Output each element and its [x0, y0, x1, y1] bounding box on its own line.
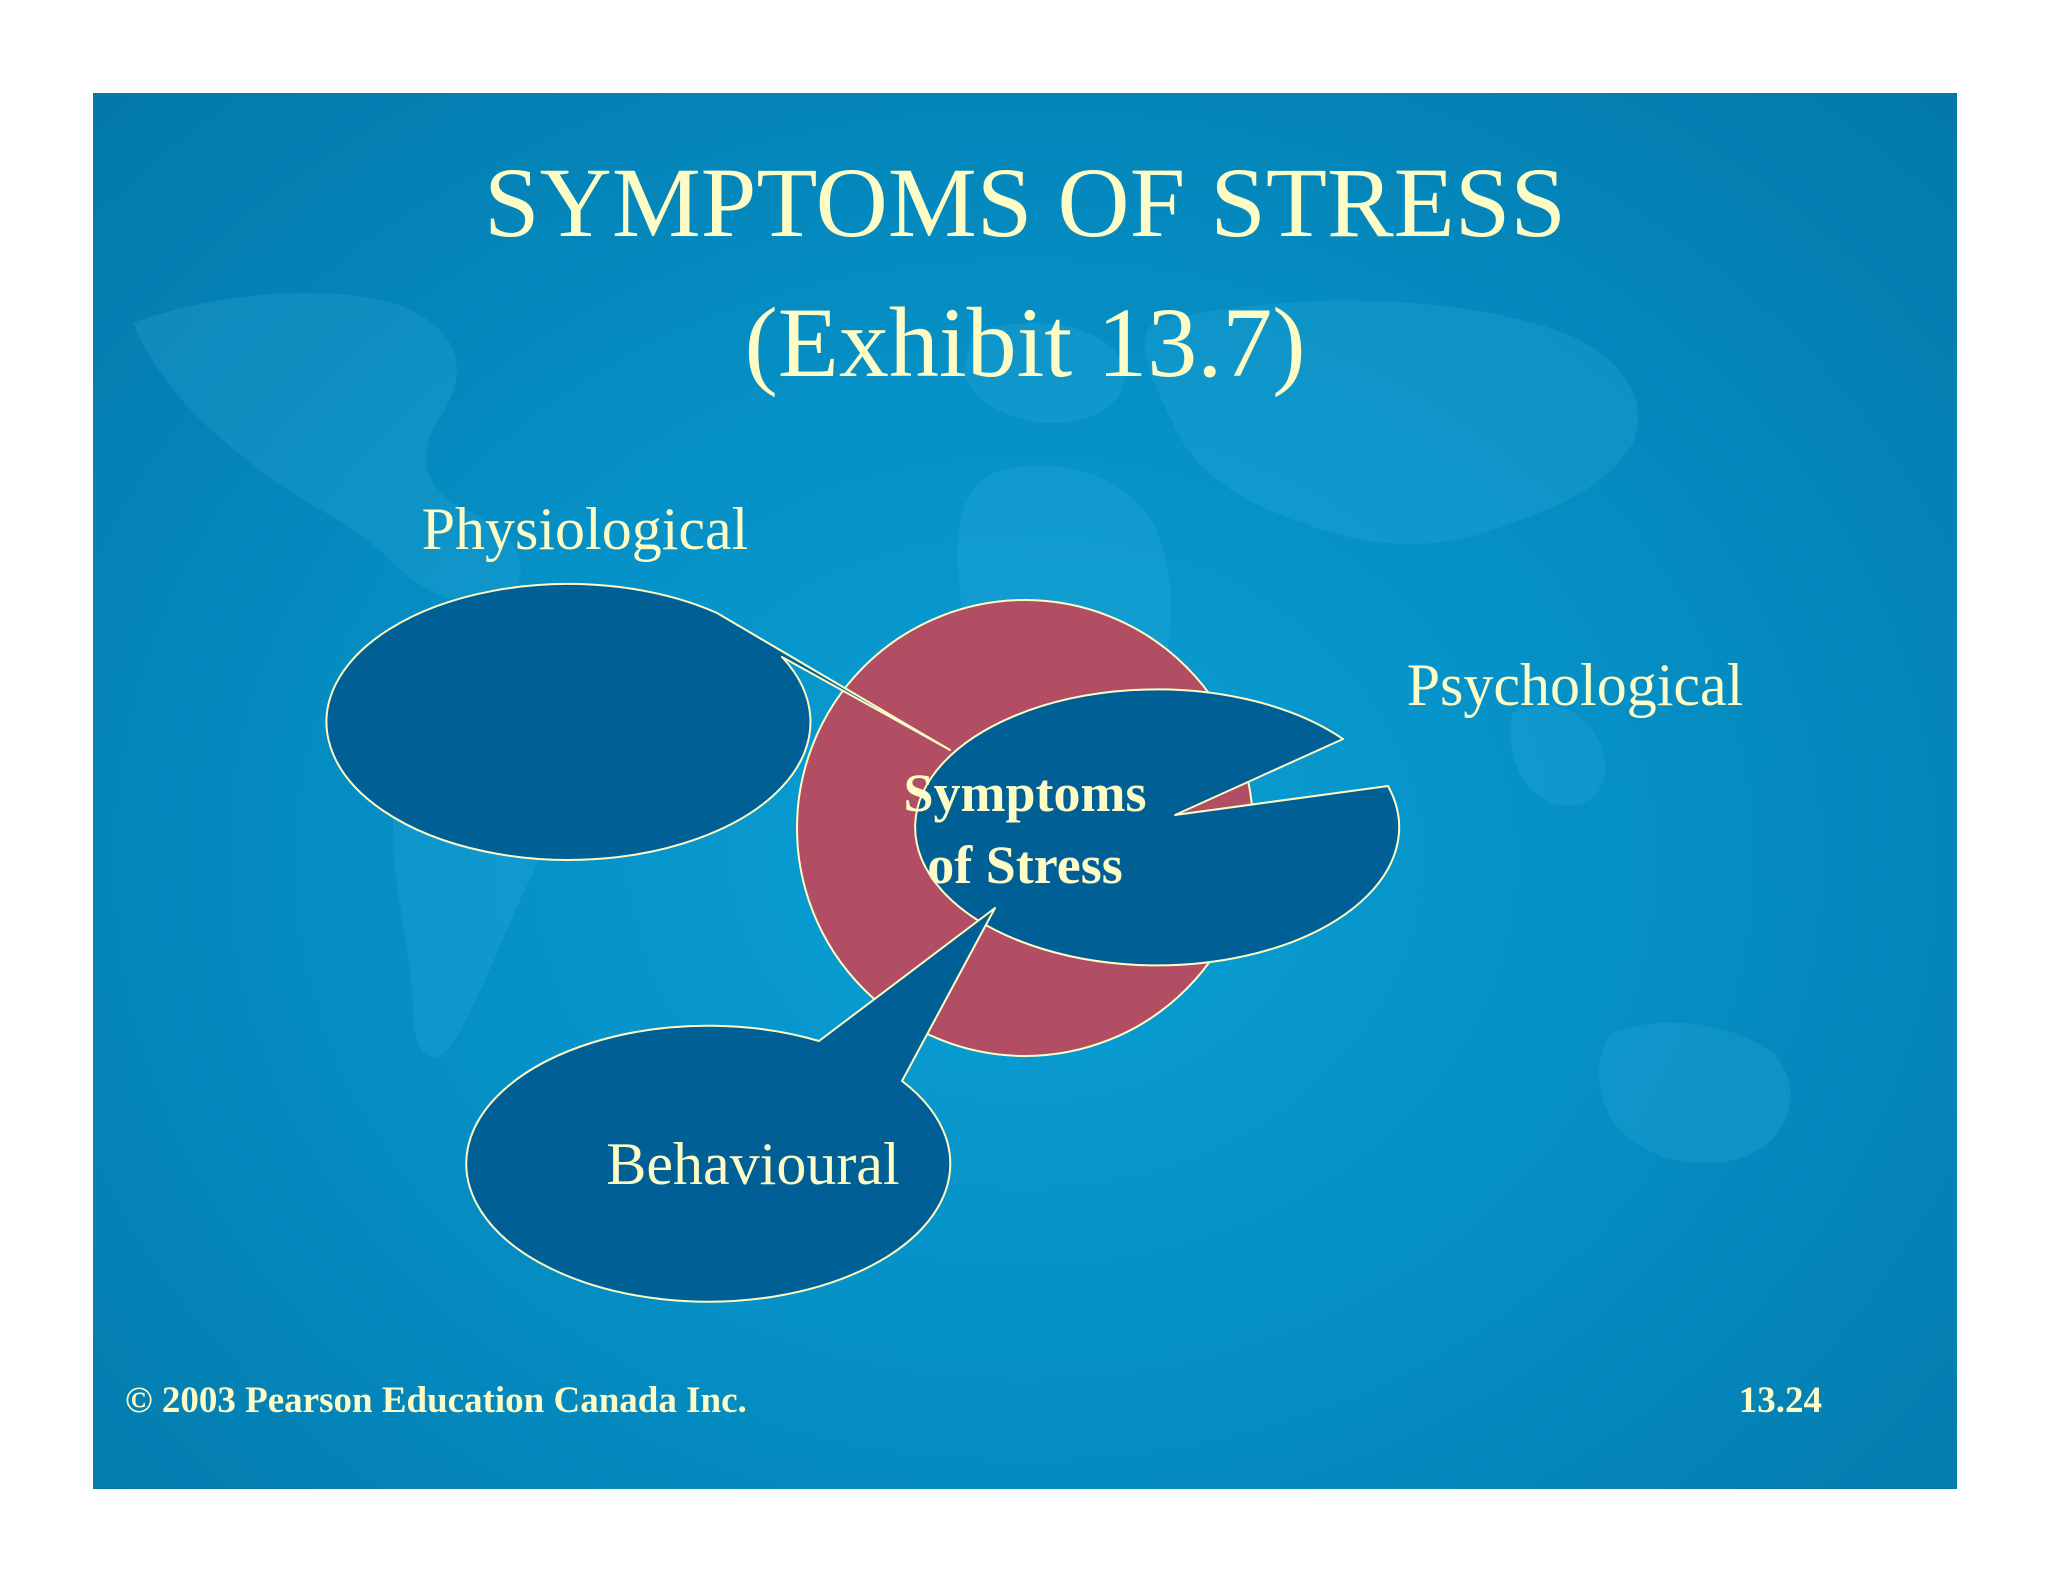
bubble-physiological-label: Physiological [422, 496, 749, 562]
stress-diagram: Physiological Psychological Symptoms of … [325, 496, 1744, 1303]
center-label-line-1: Symptoms [903, 763, 1146, 823]
title-line-2: (Exhibit 13.7) [744, 287, 1306, 398]
bubble-behavioural-shape [465, 907, 996, 1303]
bubble-psychological: Psychological [914, 652, 1744, 967]
slide: SYMPTOMS OF STRESS (Exhibit 13.7) Physio… [93, 93, 1957, 1489]
title-line-1: SYMPTOMS OF STRESS [484, 147, 1566, 258]
copyright-notice: © 2003 Pearson Education Canada Inc. [125, 1380, 747, 1421]
slide-title: SYMPTOMS OF STRESS (Exhibit 13.7) [93, 133, 1957, 413]
bubble-physiological: Physiological [325, 496, 951, 861]
bubble-physiological-shape [325, 582, 951, 861]
bubble-behavioural-label: Behavioural [606, 1131, 899, 1197]
bubble-psychological-shape [914, 688, 1401, 967]
bubble-behavioural: Behavioural [465, 907, 996, 1303]
slide-number: 13.24 [1738, 1380, 1822, 1421]
bubble-psychological-label: Psychological [1407, 652, 1744, 718]
center-label-line-2: of Stress [927, 835, 1123, 895]
